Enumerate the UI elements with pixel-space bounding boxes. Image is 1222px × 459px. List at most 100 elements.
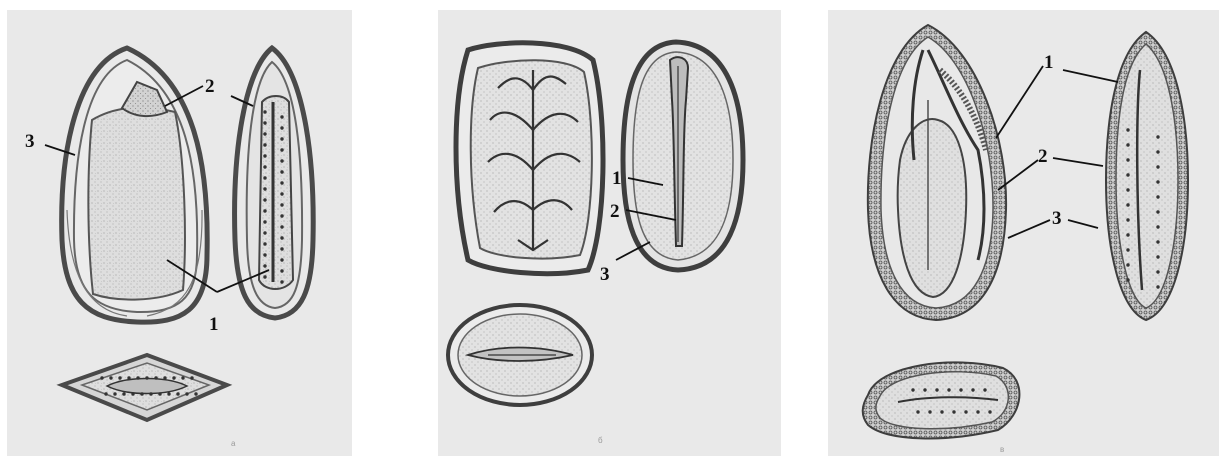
texture-dot bbox=[1156, 255, 1159, 258]
texture-dot bbox=[983, 388, 986, 391]
texture-dot bbox=[928, 410, 931, 413]
texture-dot bbox=[280, 126, 283, 129]
label-1: 1 bbox=[1044, 52, 1054, 73]
texture-dot bbox=[118, 376, 121, 379]
texture-dot bbox=[1156, 210, 1159, 213]
seed-b-left bbox=[456, 43, 603, 274]
panel-c-drawing: 1 2 3 в bbox=[828, 10, 1219, 456]
texture-dot bbox=[263, 165, 266, 168]
texture-dot bbox=[109, 376, 112, 379]
texture-dot bbox=[127, 376, 130, 379]
texture-dot bbox=[1126, 143, 1129, 146]
texture-dot bbox=[280, 269, 283, 272]
texture-dot bbox=[988, 410, 991, 413]
texture-dot bbox=[976, 410, 979, 413]
texture-dot bbox=[176, 392, 179, 395]
texture-dot bbox=[1156, 180, 1159, 183]
texture-dot bbox=[263, 176, 266, 179]
texture-dot bbox=[280, 137, 283, 140]
label-3: 3 bbox=[600, 264, 610, 285]
panel-b: 1 2 3 б bbox=[438, 10, 781, 456]
cross-section-b bbox=[448, 305, 592, 405]
texture-dot bbox=[1156, 195, 1159, 198]
texture-dot bbox=[1156, 285, 1159, 288]
texture-dot bbox=[1126, 233, 1129, 236]
panel-a: 3 2 1 а bbox=[7, 10, 352, 456]
texture-dot bbox=[263, 187, 266, 190]
seed-a-right bbox=[235, 48, 314, 318]
texture-dot bbox=[916, 410, 919, 413]
texture-dot bbox=[971, 388, 974, 391]
texture-dot bbox=[280, 148, 283, 151]
texture-dot bbox=[280, 258, 283, 261]
texture-dot bbox=[280, 247, 283, 250]
texture-dot bbox=[940, 410, 943, 413]
texture-dot bbox=[1126, 263, 1129, 266]
texture-dot bbox=[280, 115, 283, 118]
texture-dot bbox=[1126, 248, 1129, 251]
texture-dot bbox=[263, 253, 266, 256]
panel-letter: а bbox=[231, 439, 236, 448]
panel-b-drawing: 1 2 3 б bbox=[438, 10, 781, 456]
texture-dot bbox=[1126, 278, 1129, 281]
texture-dot bbox=[280, 159, 283, 162]
label-3: 3 bbox=[1052, 208, 1062, 229]
texture-dot bbox=[280, 170, 283, 173]
texture-dot bbox=[923, 388, 926, 391]
texture-dot bbox=[190, 376, 193, 379]
texture-dot bbox=[1126, 158, 1129, 161]
texture-dot bbox=[185, 392, 188, 395]
texture-dot bbox=[113, 392, 116, 395]
texture-dot bbox=[280, 236, 283, 239]
texture-dot bbox=[145, 376, 148, 379]
seed-c-right bbox=[1106, 32, 1188, 320]
texture-dot bbox=[263, 154, 266, 157]
texture-dot bbox=[911, 388, 914, 391]
texture-dot bbox=[952, 410, 955, 413]
panel-letter: в bbox=[1000, 445, 1004, 454]
texture-dot bbox=[1126, 128, 1129, 131]
cross-section-c bbox=[863, 362, 1020, 438]
panel-letter: б bbox=[598, 436, 603, 445]
texture-dot bbox=[1156, 240, 1159, 243]
seed-c-left bbox=[868, 25, 1006, 320]
texture-dot bbox=[1156, 135, 1159, 138]
texture-dot bbox=[167, 392, 170, 395]
texture-dot bbox=[1126, 218, 1129, 221]
label-1: 1 bbox=[612, 168, 622, 189]
texture-dot bbox=[172, 376, 175, 379]
label-2: 2 bbox=[610, 201, 620, 222]
texture-dot bbox=[1126, 173, 1129, 176]
panel-a-drawing: 3 2 1 а bbox=[7, 10, 352, 456]
texture-dot bbox=[1156, 225, 1159, 228]
texture-dot bbox=[1156, 270, 1159, 273]
texture-dot bbox=[263, 198, 266, 201]
seed-b-right bbox=[623, 42, 743, 270]
texture-dot bbox=[104, 392, 107, 395]
texture-dot bbox=[158, 392, 161, 395]
endosperm-c bbox=[898, 119, 967, 297]
label-2: 2 bbox=[1038, 146, 1048, 167]
texture-dot bbox=[154, 376, 157, 379]
texture-dot bbox=[194, 392, 197, 395]
texture-dot bbox=[280, 280, 283, 283]
texture-dot bbox=[263, 264, 266, 267]
texture-dot bbox=[163, 376, 166, 379]
texture-dot bbox=[131, 392, 134, 395]
texture-dot bbox=[181, 376, 184, 379]
texture-dot bbox=[935, 388, 938, 391]
texture-dot bbox=[280, 192, 283, 195]
texture-dot bbox=[280, 181, 283, 184]
texture-dot bbox=[140, 392, 143, 395]
texture-dot bbox=[1126, 188, 1129, 191]
endosperm-a bbox=[88, 107, 185, 299]
texture-dot bbox=[1156, 150, 1159, 153]
seed-a-left bbox=[62, 48, 208, 322]
texture-dot bbox=[959, 388, 962, 391]
texture-dot bbox=[280, 225, 283, 228]
label-1: 1 bbox=[209, 314, 219, 335]
texture-dot bbox=[280, 214, 283, 217]
texture-dot bbox=[263, 242, 266, 245]
texture-dot bbox=[280, 203, 283, 206]
texture-dot bbox=[263, 231, 266, 234]
